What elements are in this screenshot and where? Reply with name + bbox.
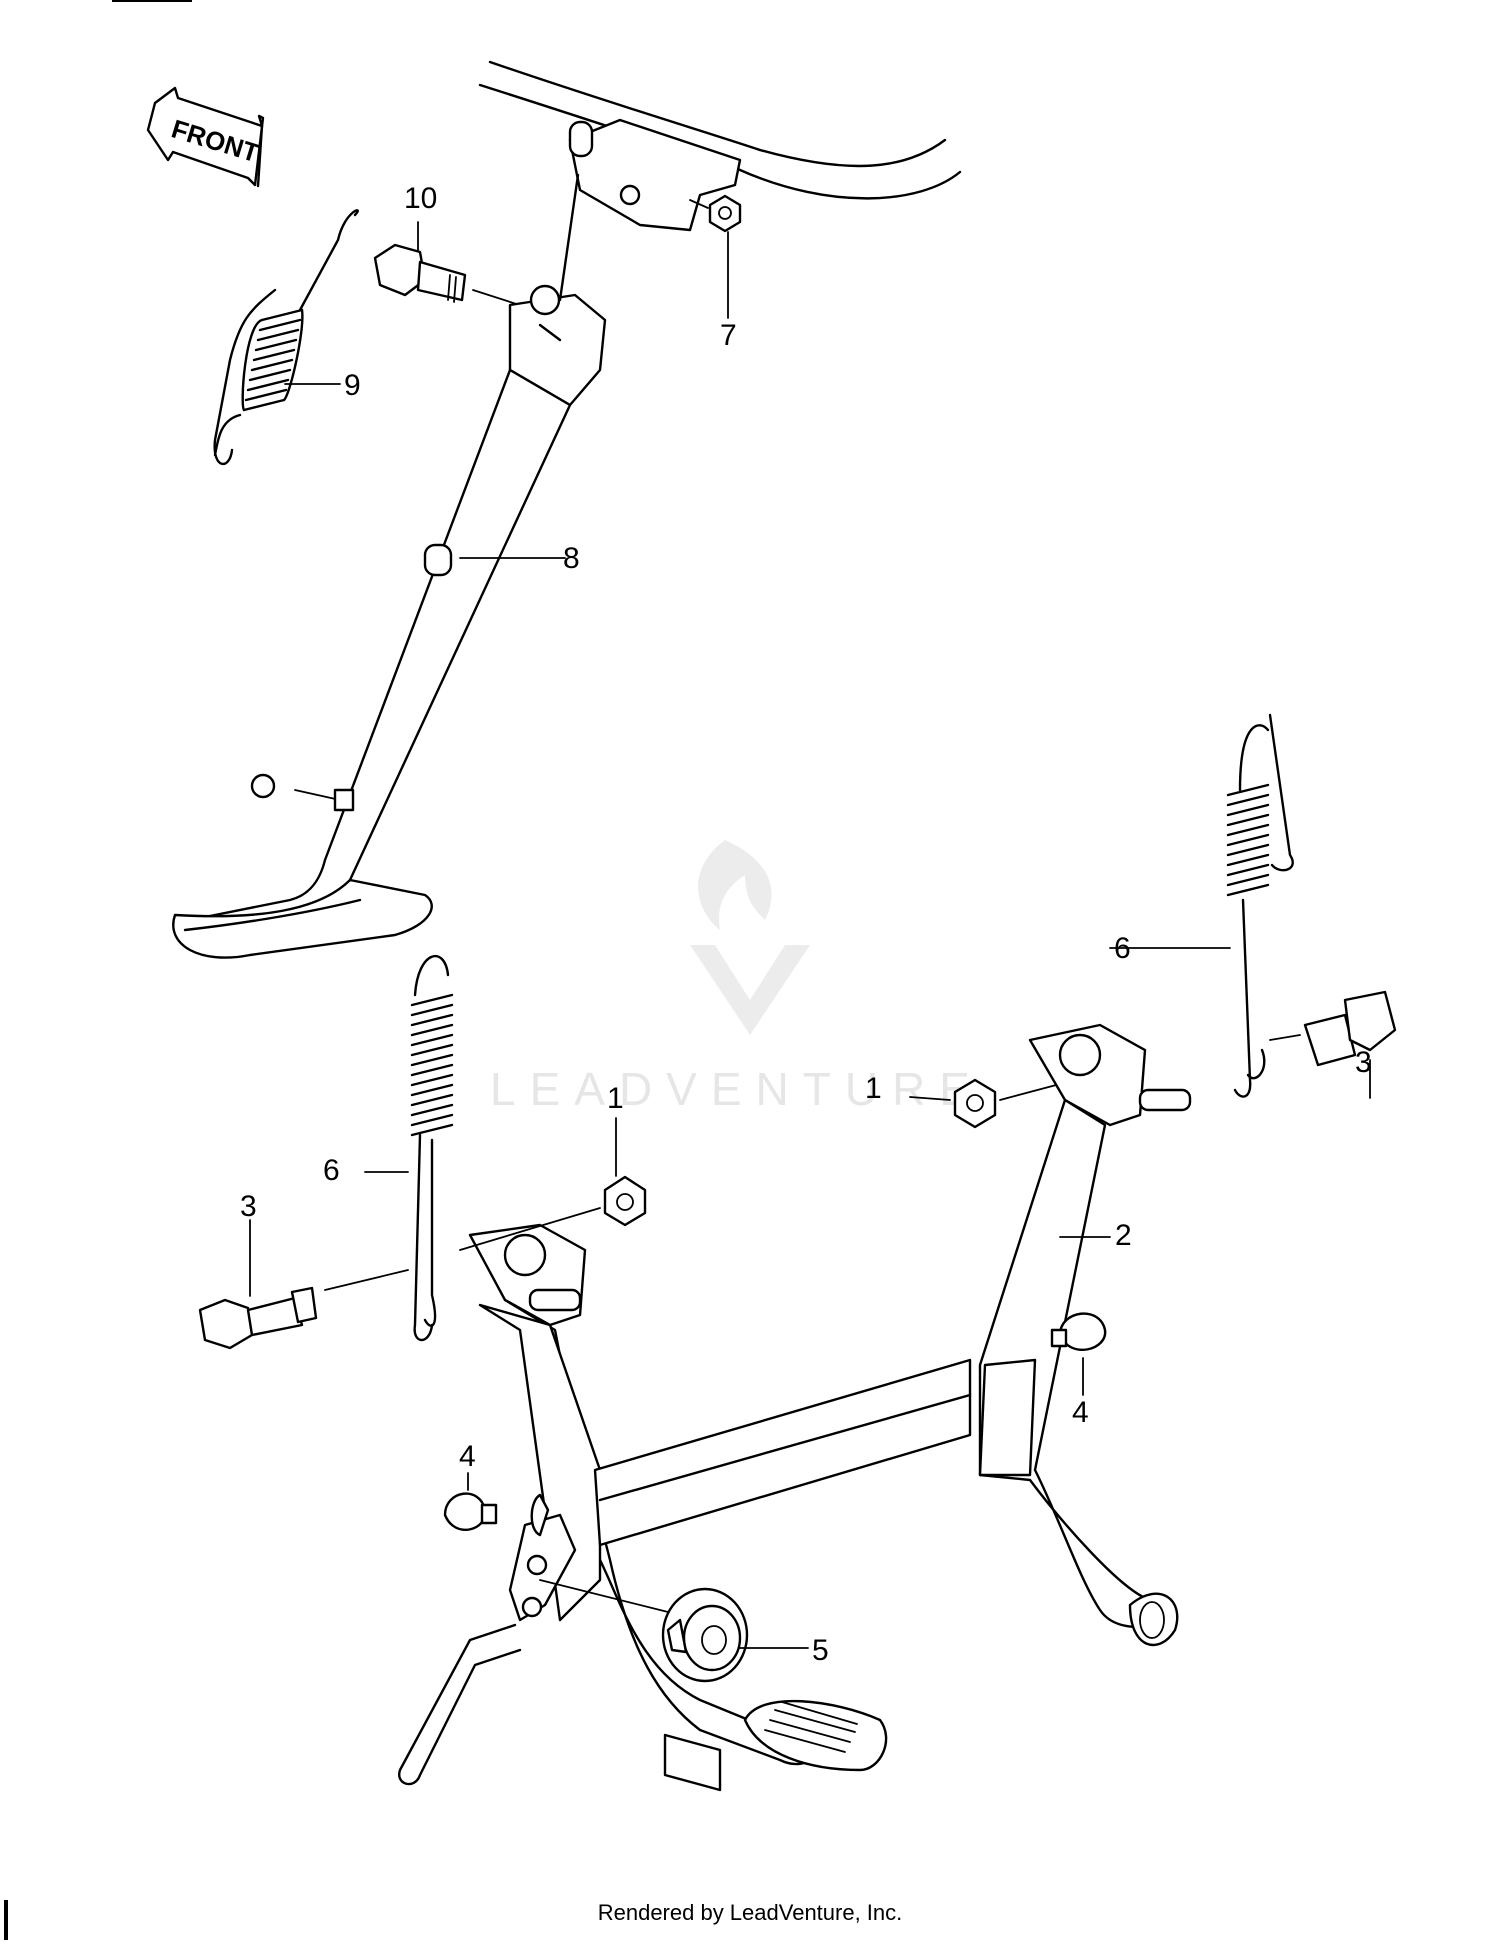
callout-9: 9 <box>344 369 361 402</box>
bolt-3-left <box>198 1219 318 1350</box>
callout-3-right: 3 <box>1355 1046 1372 1079</box>
watermark-text: LEADVENTURE <box>490 1063 984 1115</box>
watermark: LEADVENTURE <box>490 840 984 1115</box>
spring-coils-6-left <box>410 993 454 1137</box>
center-stand-2 <box>398 1023 1192 1792</box>
callout-10: 10 <box>404 182 437 215</box>
plug-4-right <box>1050 1312 1107 1396</box>
callout-7: 7 <box>720 319 737 352</box>
nut-1-right <box>909 1078 1076 1129</box>
footer-credit: Rendered by LeadVenture, Inc. <box>597 1900 903 1925</box>
callout-5: 5 <box>812 1634 829 1667</box>
nut-7 <box>689 194 742 319</box>
nut-1-left <box>459 1117 647 1251</box>
spring-6-left <box>324 955 454 1342</box>
spring-9 <box>213 209 359 466</box>
callout-6-right: 6 <box>1114 932 1131 965</box>
callout-1-left: 1 <box>607 1082 624 1115</box>
callout-labels: 10 7 9 8 6 3 1 1 2 6 3 4 4 5 <box>240 182 1372 1667</box>
callout-6-left: 6 <box>323 1154 340 1187</box>
callout-3-left: 3 <box>240 1190 257 1223</box>
callout-2: 2 <box>1115 1219 1132 1252</box>
spring-6-right <box>1109 713 1294 1098</box>
top-rule <box>112 0 192 2</box>
front-arrow-icon: FRONT <box>146 86 265 188</box>
callout-8: 8 <box>563 542 580 575</box>
roller-5 <box>661 1587 809 1683</box>
bolt-3-right <box>1269 990 1397 1099</box>
spring-coils-9 <box>241 308 304 412</box>
callout-4-right: 4 <box>1072 1396 1089 1429</box>
plug-4-left <box>443 1472 498 1531</box>
callout-1-right: 1 <box>865 1072 882 1105</box>
callout-4-left: 4 <box>459 1440 476 1473</box>
spring-coils-6-right <box>1226 783 1270 897</box>
bolt-10 <box>373 221 536 311</box>
side-stand-8 <box>172 173 607 959</box>
side-tick <box>4 1900 8 1940</box>
